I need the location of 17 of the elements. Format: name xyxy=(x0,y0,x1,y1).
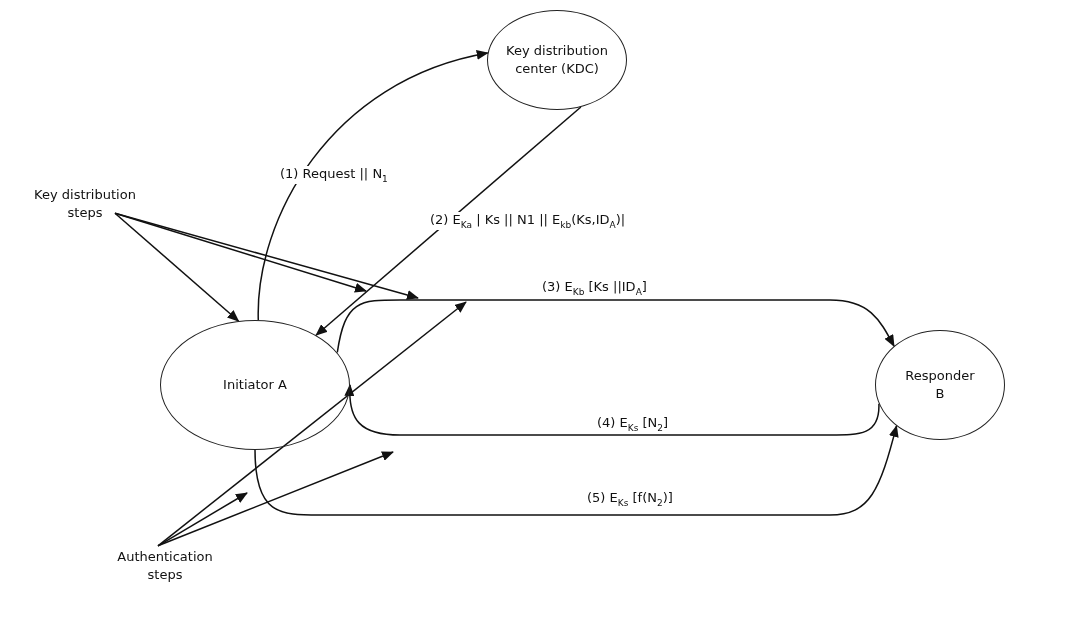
edge-label: (1) Request || N$_{1}$ xyxy=(278,166,390,185)
arrow xyxy=(254,424,899,516)
callout-label: Key distribution steps xyxy=(33,186,137,222)
node-label: Responder B xyxy=(904,367,976,403)
leader-line xyxy=(114,212,240,322)
arrow xyxy=(257,50,489,321)
leader-line xyxy=(157,301,467,547)
callout-label: Authentication steps xyxy=(116,548,214,584)
arrow xyxy=(315,106,582,336)
arrow xyxy=(344,384,880,436)
node-label: Key distribution center (KDC) xyxy=(505,42,609,78)
node-label: Initiator A xyxy=(223,376,287,394)
edge-label: (3) E$_{Kb}$ [Ks ||ID$_{A}$] xyxy=(540,279,649,298)
edge-label: (5) E$_{Ks}$ [f(N$_{2}$)] xyxy=(585,490,675,509)
arrow xyxy=(336,299,895,354)
leader-line xyxy=(157,451,394,547)
leader-line xyxy=(114,212,419,300)
